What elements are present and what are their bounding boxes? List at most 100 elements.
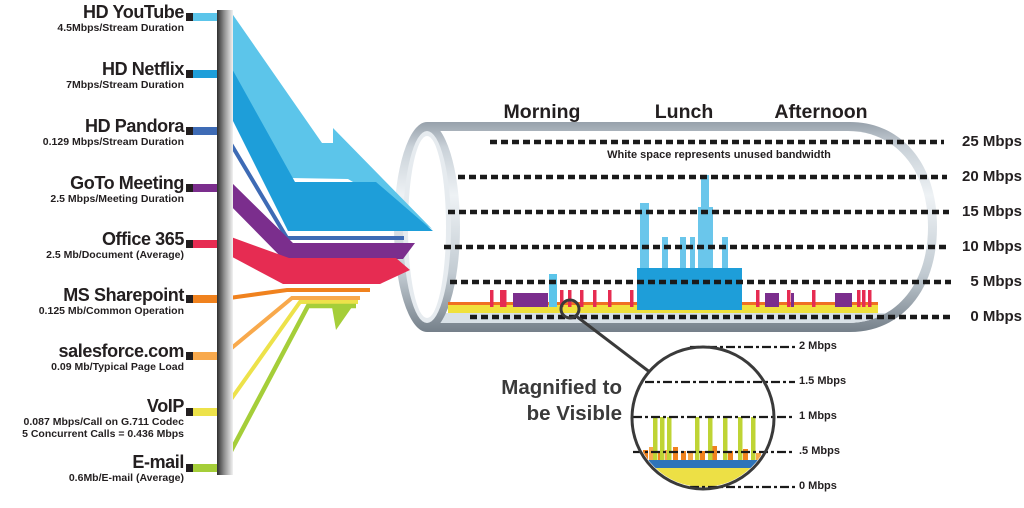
service-name: MS Sharepoint bbox=[63, 285, 184, 305]
service-bullet bbox=[186, 408, 193, 416]
magnifier-axis-label: 2 Mbps bbox=[799, 340, 837, 352]
magnified-voip-bar bbox=[708, 417, 713, 460]
service-bullet bbox=[186, 352, 193, 360]
magnifier-small-lens bbox=[559, 298, 581, 320]
magnified-voip-bar bbox=[695, 417, 700, 460]
axis-label: 20 Mbps bbox=[961, 168, 1022, 185]
whitespace-note: White space represents unused bandwidth bbox=[607, 149, 831, 161]
flow-arrowhead-small bbox=[332, 307, 352, 330]
service-connector-stub bbox=[193, 295, 222, 303]
goto-meeting-block bbox=[835, 293, 852, 307]
flow-ribbon-ms-sharepoint bbox=[221, 288, 370, 301]
service-detail: 2.5 Mb/Document (Average) bbox=[46, 249, 184, 261]
magnified-sharepoint-bar bbox=[681, 451, 686, 460]
source-bar-group bbox=[186, 10, 233, 475]
magnifier-axis-label: .5 Mbps bbox=[799, 445, 840, 457]
magnified-sharepoint-bar bbox=[728, 451, 733, 460]
magnified-voip-bar bbox=[653, 417, 658, 460]
service-connector-stub bbox=[193, 464, 222, 472]
service-bullet bbox=[186, 127, 193, 135]
lunch-netflix-block bbox=[637, 268, 742, 310]
magnified-sharepoint-bar bbox=[712, 446, 717, 460]
flow-ribbon-salesforce bbox=[220, 296, 360, 358]
office365-spike bbox=[490, 290, 494, 307]
flow-ribbons bbox=[220, 12, 433, 470]
service-bullet bbox=[186, 70, 193, 78]
magnified-sharepoint-bar bbox=[700, 451, 705, 460]
service-name: HD Pandora bbox=[84, 116, 184, 136]
office365-spike bbox=[593, 290, 597, 307]
office365-spike bbox=[812, 290, 816, 307]
axis-label: 5 Mbps bbox=[970, 273, 1022, 290]
magnified-sharepoint-bar bbox=[756, 453, 761, 460]
service-detail: 0.125 Mb/Common Operation bbox=[38, 305, 184, 317]
source-bar bbox=[217, 10, 233, 475]
lunch-burst-spike bbox=[701, 175, 709, 268]
magnified-sharepoint-bar bbox=[643, 450, 648, 460]
flow-ribbon-hd-youtube bbox=[221, 12, 432, 229]
flow-ribbon-goto-meeting bbox=[221, 182, 415, 259]
lunch-burst-spike bbox=[690, 237, 695, 268]
office365-spike bbox=[630, 290, 634, 307]
office365-spike bbox=[503, 290, 507, 307]
axis-label: 0 Mbps bbox=[970, 308, 1022, 325]
magnified-voip-bar bbox=[723, 417, 728, 460]
magnified-sharepoint-bar bbox=[673, 447, 678, 460]
service-connector-stub bbox=[193, 240, 222, 248]
service-connector-stub bbox=[193, 70, 222, 78]
axis-label: 10 Mbps bbox=[961, 238, 1022, 255]
office365-spike bbox=[862, 290, 866, 307]
magnifier-axis-label: 1 Mbps bbox=[799, 410, 837, 422]
period-lunch: Lunch bbox=[654, 101, 714, 123]
office365-spike bbox=[756, 290, 760, 307]
service-bullet bbox=[186, 184, 193, 192]
period-afternoon: Afternoon bbox=[774, 101, 868, 123]
lunch-burst-spike bbox=[722, 237, 728, 268]
service-bullet bbox=[186, 13, 193, 21]
service-name: GoTo Meeting bbox=[70, 173, 184, 193]
goto-meeting-block bbox=[791, 293, 794, 307]
magnifier-caption-line1: Magnified to bbox=[501, 376, 622, 399]
service-detail: 0.087 Mbps/Call on G.711 Codec bbox=[23, 416, 184, 428]
magnified-voip-bar bbox=[667, 417, 672, 460]
magnifier-lens-border bbox=[630, 345, 776, 491]
office365-spike bbox=[868, 290, 872, 307]
service-name: VoIP bbox=[146, 396, 184, 416]
service-detail: 4.5Mbps/Stream Duration bbox=[57, 22, 184, 34]
service-connector-stub bbox=[193, 352, 222, 360]
magnified-voip-bar bbox=[738, 417, 743, 460]
service-connector-stub bbox=[193, 13, 222, 21]
flow-ribbon-office-365 bbox=[221, 237, 410, 284]
service-name: HD YouTube bbox=[83, 2, 184, 22]
magnifier-handle bbox=[575, 314, 652, 375]
service-connector-stub bbox=[193, 184, 222, 192]
service-name: Office 365 bbox=[101, 229, 184, 249]
lunch-burst-spike bbox=[640, 203, 649, 268]
office365-spike bbox=[857, 290, 861, 307]
service-connector-stub bbox=[193, 408, 222, 416]
office365-spike bbox=[787, 290, 791, 307]
service-bullet bbox=[186, 295, 193, 303]
service-bullet bbox=[186, 464, 193, 472]
service-connector-stub bbox=[193, 127, 222, 135]
usage-bars bbox=[490, 175, 872, 310]
service-name: HD Netflix bbox=[101, 59, 184, 79]
magnified-sharepoint-bar bbox=[649, 447, 654, 460]
service-detail: 7Mbps/Stream Duration bbox=[66, 79, 184, 91]
morning-stream-bar bbox=[549, 274, 557, 307]
service-bullet bbox=[186, 240, 193, 248]
service-detail: 2.5 Mbps/Meeting Duration bbox=[50, 193, 184, 205]
magnified-voip-bar bbox=[660, 417, 665, 460]
flow-ribbon-hd-netflix bbox=[221, 67, 433, 231]
lunch-burst-spike bbox=[680, 237, 686, 268]
service-detail: 0.129 Mbps/Stream Duration bbox=[42, 136, 184, 148]
office365-spike bbox=[608, 290, 612, 307]
flow-ribbon-email bbox=[220, 303, 356, 470]
magnifier-axis-label: 1.5 Mbps bbox=[799, 375, 847, 387]
service-detail: 5 Concurrent Calls = 0.436 Mbps bbox=[22, 427, 184, 440]
office365-spike bbox=[580, 290, 584, 307]
